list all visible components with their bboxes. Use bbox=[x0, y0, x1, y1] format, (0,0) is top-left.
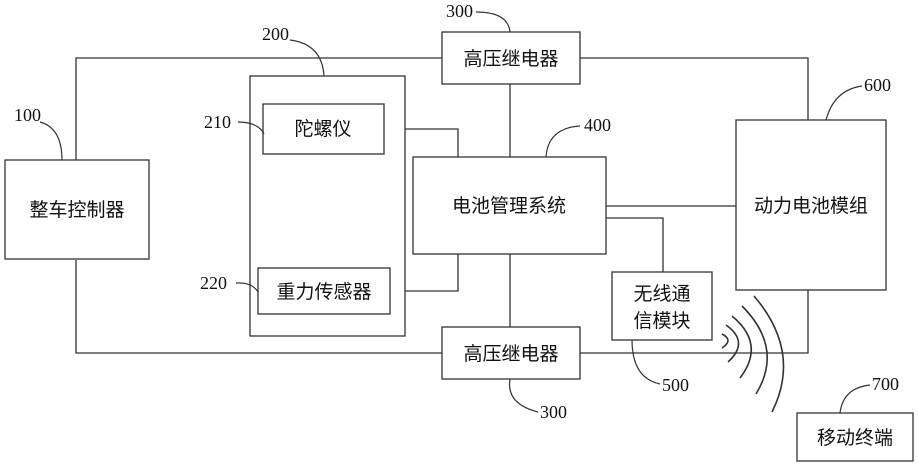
ref-210: 210 bbox=[204, 112, 231, 132]
mobile-terminal-block: 移动终端 bbox=[797, 413, 913, 461]
signal-wave-3 bbox=[732, 316, 751, 378]
ref-400: 400 bbox=[584, 115, 611, 135]
ref-300-top: 300 bbox=[446, 1, 473, 21]
bms-label: 电池管理系统 bbox=[452, 195, 566, 217]
signal-wave-1 bbox=[722, 334, 728, 348]
leader-700 bbox=[840, 385, 870, 413]
leader-300-top bbox=[476, 12, 510, 32]
vehicle-controller-block: 整车控制器 bbox=[5, 160, 149, 259]
leader-100 bbox=[40, 122, 62, 160]
signal-wave-4 bbox=[742, 306, 767, 394]
wire-bms-wireless bbox=[606, 218, 663, 272]
leader-600 bbox=[826, 86, 862, 120]
battery-module-label: 动力电池模组 bbox=[754, 195, 868, 217]
hv-relay-bottom-block: 高压继电器 bbox=[442, 327, 580, 379]
gyroscope-label: 陀螺仪 bbox=[294, 118, 351, 140]
ref-500: 500 bbox=[662, 375, 689, 395]
signal-wave-5 bbox=[754, 296, 784, 412]
ref-300-bottom: 300 bbox=[540, 402, 567, 422]
wireless-module-label-line2: 信模块 bbox=[633, 310, 690, 332]
leader-500 bbox=[632, 340, 660, 384]
gyroscope-block: 陀螺仪 bbox=[263, 104, 384, 154]
wire-top-relay-battery bbox=[580, 58, 808, 120]
ref-220: 220 bbox=[200, 273, 227, 293]
hv-relay-top-block: 高压继电器 bbox=[442, 32, 580, 84]
leader-300-bottom bbox=[510, 379, 538, 412]
ref-100: 100 bbox=[14, 105, 41, 125]
ref-200: 200 bbox=[262, 24, 289, 44]
gravity-sensor-label: 重力传感器 bbox=[276, 281, 371, 303]
bms-block: 电池管理系统 bbox=[413, 157, 606, 254]
hv-relay-top-label: 高压继电器 bbox=[463, 48, 558, 70]
leader-400 bbox=[546, 126, 580, 157]
wireless-module-block: 无线通 信模块 bbox=[612, 272, 712, 340]
gravity-sensor-block: 重力传感器 bbox=[258, 268, 390, 314]
battery-module-block: 动力电池模组 bbox=[736, 120, 886, 290]
mobile-terminal-label: 移动终端 bbox=[817, 427, 893, 449]
ref-700: 700 bbox=[872, 374, 899, 394]
vehicle-controller-label: 整车控制器 bbox=[29, 199, 124, 221]
wireless-signal-waves bbox=[722, 296, 784, 412]
ref-600: 600 bbox=[864, 75, 891, 95]
hv-relay-bottom-label: 高压继电器 bbox=[463, 343, 558, 365]
wireless-module-label-line1: 无线通 bbox=[633, 283, 690, 305]
